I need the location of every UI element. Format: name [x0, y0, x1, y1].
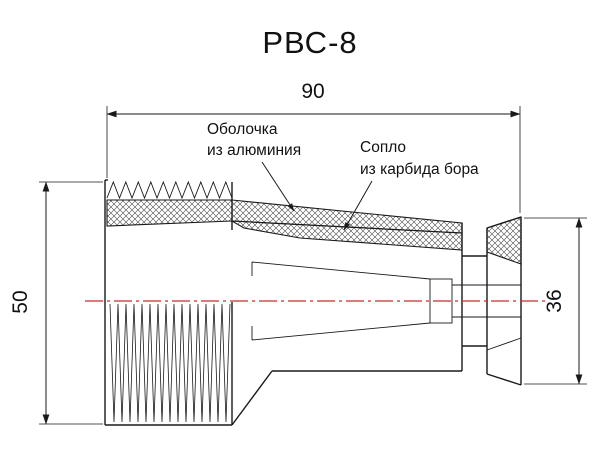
- part-section-view: [104, 179, 522, 426]
- dimension-length-90: 90: [106, 80, 521, 213]
- boron-carbide-nozzle-section: [231, 220, 463, 251]
- nozzle-leader-line: [343, 180, 373, 231]
- dimension-left-diameter-value: 50: [9, 290, 32, 313]
- flange-section-hatch: [486, 216, 522, 265]
- label-nozzle-line1: Сопло: [360, 139, 406, 156]
- annotation-nozzle: Сопло из карбида бора: [343, 139, 479, 231]
- internal-thread-profile: [109, 303, 231, 423]
- body-outline: [104, 179, 463, 426]
- label-nozzle-line2: из карбида бора: [360, 161, 479, 178]
- drawing-title: РВС-8: [262, 25, 357, 60]
- label-shell-line1: Оболочка: [207, 121, 278, 138]
- label-shell-line2: из алюминия: [207, 142, 301, 159]
- dimension-right-diameter-value: 36: [543, 289, 566, 312]
- external-thread-profile: [106, 180, 233, 200]
- dimension-left-diameter-50: 50: [9, 181, 103, 425]
- annotation-shell: Оболочка из алюминия: [207, 121, 301, 212]
- nozzle-throat: [429, 278, 453, 324]
- dimension-length-value: 90: [301, 80, 324, 103]
- shell-leader-line: [261, 161, 295, 212]
- dimension-right-diameter-36: 36: [524, 217, 587, 385]
